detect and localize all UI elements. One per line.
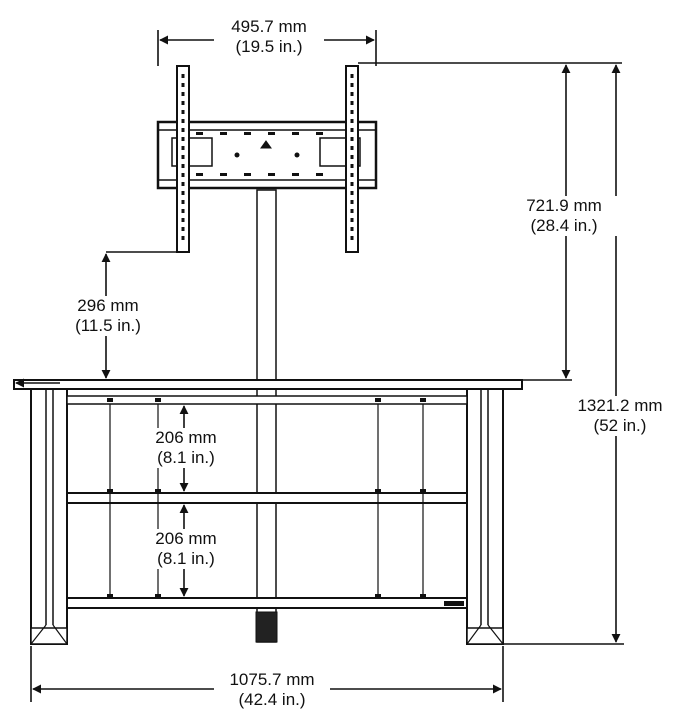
base-width-imperial: (42.4 in.) xyxy=(238,690,306,709)
upper-shelf-gap-imperial: (8.1 in.) xyxy=(157,448,215,467)
mount-height-metric: 721.9 mm xyxy=(526,196,602,215)
right-leg xyxy=(466,388,504,645)
mount-height-label: 721.9 mm (28.4 in.) xyxy=(508,196,620,236)
lower-shelf-gap-imperial: (8.1 in.) xyxy=(157,549,215,568)
bracket-width-metric: 495.7 mm xyxy=(231,17,307,36)
mounting-rail-right xyxy=(345,65,359,253)
base-width-metric: 1075.7 mm xyxy=(229,670,315,689)
bracket-clearance-metric: 296 mm xyxy=(77,296,139,315)
bracket-clearance-imperial: (11.5 in.) xyxy=(75,316,141,335)
post-foot xyxy=(255,611,278,643)
bracket-width-label: 495.7 mm (19.5 in.) xyxy=(214,17,324,57)
mounting-bracket xyxy=(156,120,378,190)
center-post xyxy=(256,189,277,643)
total-height-imperial: (52 in.) xyxy=(593,416,647,435)
logo-plate xyxy=(444,601,464,606)
upper-shelf-gap-label: 206 mm (8.1 in.) xyxy=(138,428,234,468)
bracket-width-imperial: (19.5 in.) xyxy=(235,37,303,56)
mounting-rail-left xyxy=(176,65,190,253)
tv-stand xyxy=(13,65,523,645)
total-height-label: 1321.2 mm (52 in.) xyxy=(566,396,674,436)
total-height-metric: 1321.2 mm xyxy=(577,396,663,415)
top-rail xyxy=(66,395,468,405)
upper-shelf-gap-metric: 206 mm xyxy=(155,428,217,447)
middle-shelf xyxy=(66,492,468,504)
base-width-label: 1075.7 mm (42.4 in.) xyxy=(214,670,330,710)
bracket-clearance-label: 296 mm (11.5 in.) xyxy=(58,296,158,336)
top-shelf xyxy=(13,379,523,390)
bottom-shelf xyxy=(66,597,468,609)
lower-shelf-gap-label: 206 mm (8.1 in.) xyxy=(138,529,234,569)
left-leg xyxy=(30,388,68,645)
mount-height-imperial: (28.4 in.) xyxy=(530,216,598,235)
lower-shelf-gap-metric: 206 mm xyxy=(155,529,217,548)
